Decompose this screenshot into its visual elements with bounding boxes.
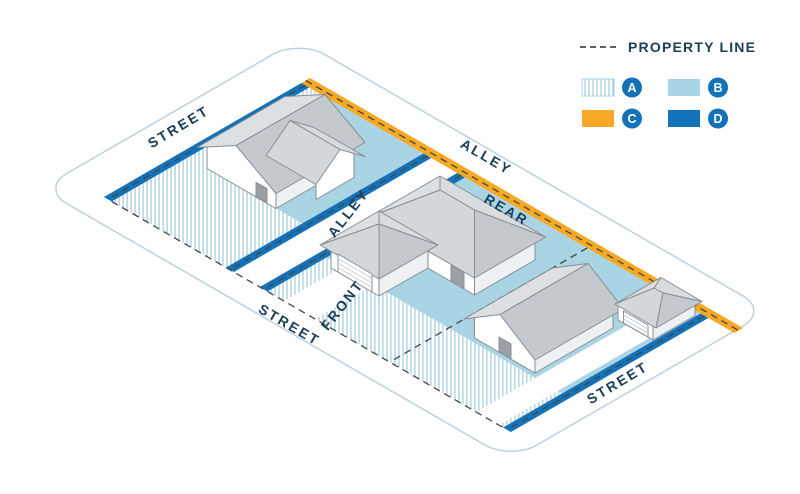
legend-letter-a: A <box>627 81 636 95</box>
legend-swatch-b <box>668 79 700 96</box>
garage-door-line <box>337 262 373 284</box>
legend-badge-c <box>622 108 642 129</box>
setback-a-lot1-front <box>130 168 303 268</box>
house-1-door <box>255 182 268 203</box>
legend-letter-b: B <box>713 81 722 95</box>
garage-door-line <box>337 258 373 279</box>
setback-a-lot2-front <box>267 257 449 362</box>
legend-badge-a <box>622 77 642 98</box>
legend-badge-d <box>708 108 728 129</box>
house-3-roof-right <box>499 263 624 361</box>
house-1-wing-roof-front <box>265 120 341 185</box>
garage-door-line <box>337 267 373 288</box>
legend-badge-b <box>708 77 728 98</box>
house-2-door <box>450 265 465 290</box>
house-2-garage-roof-right <box>378 223 439 280</box>
driveway-lot3 <box>476 325 650 425</box>
property-line-label: PROPERTY LINE <box>628 39 756 55</box>
house-3 <box>463 263 624 374</box>
house-2 <box>319 175 546 297</box>
legend-letter-d: D <box>713 112 722 126</box>
street-block-outline <box>41 40 769 461</box>
property-line-alley-west <box>230 156 427 270</box>
house-1 <box>196 94 366 209</box>
house-2-roof-right <box>474 209 546 279</box>
property-line-front <box>112 202 503 428</box>
legend-swatch-d <box>668 110 700 127</box>
legend-letter-c: C <box>627 112 636 126</box>
legend: PROPERTY LINE A B C D <box>580 39 756 129</box>
property-line-right-end <box>507 316 704 430</box>
garage-door-line <box>623 318 649 334</box>
legend-swatch-a <box>581 78 615 97</box>
garage-roof-right <box>655 292 703 329</box>
house-3-door <box>498 336 512 360</box>
legend-swatch-c <box>582 110 614 127</box>
detached-garage <box>614 277 703 341</box>
garage-door-line <box>623 314 649 330</box>
